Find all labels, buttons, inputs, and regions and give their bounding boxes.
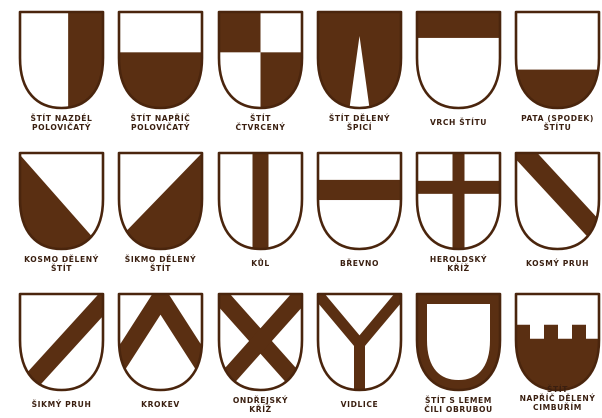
shield-embattled bbox=[516, 294, 599, 390]
shield-quartered bbox=[219, 12, 302, 110]
shield-label-line: ŠTÍTU bbox=[510, 123, 602, 132]
shield-label-line: KŘÍŽ bbox=[411, 264, 507, 273]
shield-pale-half bbox=[20, 12, 104, 108]
shield-label-line: ŠTÍT bbox=[213, 114, 309, 123]
shield-label-line: ŠTÍT DĚLENÝ bbox=[312, 114, 408, 123]
shield-charge bbox=[516, 70, 599, 113]
shield-pall bbox=[316, 292, 403, 392]
shield-bend bbox=[516, 149, 602, 249]
shield-charge bbox=[253, 153, 269, 249]
shield-charge bbox=[318, 180, 401, 200]
shield-fess bbox=[318, 153, 401, 249]
shield-charge bbox=[119, 52, 202, 110]
shield-label-line: ŠTÍT bbox=[14, 264, 110, 273]
shield-label-line: HEROLDSKÝ bbox=[411, 255, 507, 264]
shield-label-line: NAPŘÍČ DĚLENÝ bbox=[510, 394, 602, 403]
shield-label: ŠIKMÝ PRUH bbox=[14, 400, 110, 409]
shield-label-line: ČTVRCENÝ bbox=[213, 123, 309, 132]
shield-label-line: POLOVIČATÝ bbox=[14, 123, 110, 132]
shield-label: VRCH ŠTÍTU bbox=[411, 118, 507, 127]
shield-per-bend-sinister bbox=[109, 153, 202, 249]
shield-label-line: KROKEV bbox=[113, 400, 209, 409]
shield-bordure bbox=[417, 294, 500, 390]
shield-label-line: ŠTÍT NAZDÉL bbox=[14, 114, 110, 123]
shield-bend-sinister bbox=[18, 294, 109, 396]
shield-label-line: PATA (SPODEK) bbox=[510, 114, 602, 123]
shield-chevron bbox=[115, 294, 206, 390]
shield-cross bbox=[417, 153, 500, 249]
shield-label-line: KŮL bbox=[213, 259, 309, 268]
shield-label-line: BŘEVNO bbox=[312, 259, 408, 268]
shield-label: VIDLICE bbox=[312, 400, 408, 409]
shield-label-line: ŠIKMO DĚLENÝ bbox=[113, 255, 209, 264]
shield-charge bbox=[68, 12, 104, 108]
shield-label: PATA (SPODEK)ŠTÍTU bbox=[510, 114, 602, 132]
shield-fess-half bbox=[119, 12, 202, 110]
shield-charge bbox=[417, 12, 500, 38]
shield-label: KOSMÝ PRUH bbox=[510, 259, 602, 268]
shield-label-line: ČILI OBRUBOU bbox=[411, 405, 507, 414]
shield-point bbox=[318, 12, 401, 108]
shield-label-line: VIDLICE bbox=[312, 400, 408, 409]
shield-label-line: KOSMÝ PRUH bbox=[510, 259, 602, 268]
shield-label-line: ŠTÍT bbox=[510, 385, 602, 394]
shield-base bbox=[516, 12, 599, 113]
shield-label-line: VRCH ŠTÍTU bbox=[411, 118, 507, 127]
shield-label-line: ŠPICÍ bbox=[312, 123, 408, 132]
shield-saltire bbox=[215, 290, 306, 392]
shield-chief bbox=[417, 12, 500, 108]
shield-label: KROKEV bbox=[113, 400, 209, 409]
shield-pale bbox=[219, 153, 302, 249]
shield-label-line: KOSMO DĚLENÝ bbox=[14, 255, 110, 264]
shield-label-line: ŠTÍT S LEMEM bbox=[411, 396, 507, 405]
shield-label-line: KŘÍŽ bbox=[213, 405, 309, 414]
shield-label-line: CIMBUŘÍM bbox=[510, 403, 602, 412]
shield-label-line: ONDŘEJSKÝ bbox=[213, 396, 309, 405]
shield-label-line: ŠTÍT NAPŘÍČ bbox=[113, 114, 209, 123]
shield-per-bend bbox=[20, 153, 103, 249]
shield-label: BŘEVNO bbox=[312, 259, 408, 268]
shield-label-line: ŠTÍT bbox=[113, 264, 209, 273]
shield-label-line: POLOVIČATÝ bbox=[113, 123, 209, 132]
shield-label: KŮL bbox=[213, 259, 309, 268]
shield-label-line: ŠIKMÝ PRUH bbox=[14, 400, 110, 409]
